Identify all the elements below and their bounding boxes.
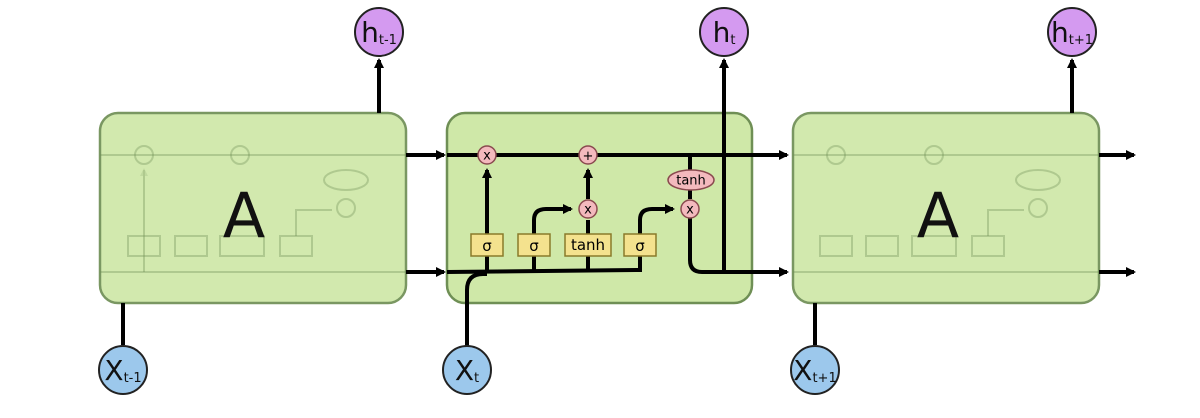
forget-multiply-op: x bbox=[477, 145, 497, 165]
center-cell-box bbox=[445, 111, 754, 305]
input-node-t-plus-1: Xt+1 bbox=[790, 345, 840, 395]
tanh-op: tanh bbox=[667, 169, 715, 191]
output-nodes: ht-1 ht ht+1 bbox=[354, 7, 1097, 57]
output-node-t-sub: t bbox=[730, 33, 735, 48]
output-multiply-op: x bbox=[680, 199, 700, 219]
output-to-hidden-line bbox=[688, 218, 789, 277]
input-node-t-minus-1: Xt-1 bbox=[98, 345, 148, 395]
right-cell-label: A bbox=[917, 179, 959, 252]
input-gate-to-multiply bbox=[532, 204, 573, 234]
right-cell-box bbox=[791, 111, 1101, 305]
input-node-t-minus-1-main: X bbox=[104, 354, 123, 387]
forget-gate: σ bbox=[470, 233, 504, 257]
input-node-t-main: X bbox=[455, 354, 474, 387]
output-gate-to-multiply bbox=[638, 204, 675, 234]
input-gate-label: σ bbox=[529, 237, 539, 255]
input-multiply-symbol: x bbox=[584, 203, 592, 218]
svg-text:Xt-1: Xt-1 bbox=[104, 354, 141, 387]
input-node-t-sub: t bbox=[474, 371, 479, 386]
input-node-t-minus-1-sub: t-1 bbox=[124, 371, 142, 386]
input-combine-line bbox=[446, 256, 642, 274]
svg-text:ht+1: ht+1 bbox=[1051, 16, 1093, 49]
output-node-t-minus-1: ht-1 bbox=[354, 7, 404, 57]
output-node-t-plus-1-main: h bbox=[1051, 16, 1069, 49]
left-cell-label: A bbox=[223, 179, 265, 252]
output-node-t-minus-1-main: h bbox=[361, 16, 379, 49]
x-input-line bbox=[465, 272, 487, 348]
output-multiply-symbol: x bbox=[686, 203, 694, 218]
tanh-op-label: tanh bbox=[676, 174, 706, 189]
input-gate: σ bbox=[517, 233, 551, 257]
left-cell-box bbox=[98, 111, 408, 305]
center-lstm-cell bbox=[445, 111, 754, 305]
svg-text:Xt: Xt bbox=[455, 354, 479, 387]
output-node-t-plus-1: ht+1 bbox=[1047, 7, 1097, 57]
output-node-t-plus-1-sub: t+1 bbox=[1069, 33, 1093, 48]
gates: σ σ tanh σ bbox=[470, 233, 657, 257]
right-lstm-cell: A bbox=[791, 111, 1101, 305]
left-cell-faint-internals bbox=[100, 145, 406, 273]
wires bbox=[121, 58, 1136, 348]
candidate-gate-label: tanh bbox=[571, 236, 605, 254]
right-cell-faint-internals bbox=[793, 145, 1099, 273]
svg-text:Xt+1: Xt+1 bbox=[793, 354, 836, 387]
forget-gate-label: σ bbox=[482, 237, 492, 255]
input-multiply-op: x bbox=[578, 199, 598, 219]
input-node-t-plus-1-main: X bbox=[793, 354, 812, 387]
pointwise-ops: x + x tanh x bbox=[477, 145, 715, 219]
forget-multiply-symbol: x bbox=[483, 149, 491, 164]
add-symbol: + bbox=[583, 149, 594, 164]
input-nodes: Xt-1 Xt Xt+1 bbox=[98, 345, 840, 395]
output-gate: σ bbox=[623, 233, 657, 257]
add-op: + bbox=[578, 145, 598, 165]
output-node-t: ht bbox=[699, 7, 749, 57]
left-lstm-cell: A bbox=[98, 111, 408, 305]
svg-text:ht: ht bbox=[713, 16, 736, 49]
output-node-t-minus-1-sub: t-1 bbox=[379, 33, 397, 48]
output-gate-label: σ bbox=[635, 237, 645, 255]
output-node-t-main: h bbox=[713, 16, 731, 49]
svg-text:ht-1: ht-1 bbox=[361, 16, 397, 49]
input-node-t-plus-1-sub: t+1 bbox=[812, 371, 836, 386]
candidate-gate: tanh bbox=[564, 233, 612, 257]
input-node-t: Xt bbox=[442, 345, 492, 395]
